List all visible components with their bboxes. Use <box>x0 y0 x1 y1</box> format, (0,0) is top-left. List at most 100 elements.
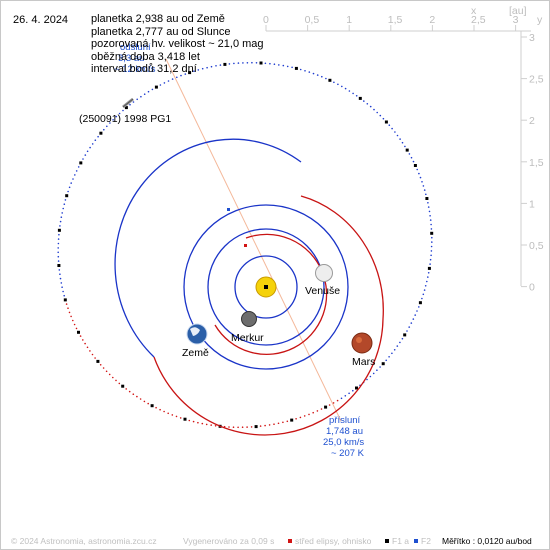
orbit-dot <box>250 426 253 428</box>
orbit-dot <box>308 413 310 416</box>
sun <box>255 276 277 298</box>
date-label: 26. 4. 2024 <box>13 14 69 26</box>
orbit-dot <box>86 346 89 349</box>
perihelion-label-2: 1,748 au <box>326 426 363 437</box>
perihelion-label-4: ~ 207 K <box>331 448 365 459</box>
orbit-dot <box>232 426 235 429</box>
orbit-dot <box>59 220 62 223</box>
orbit-dot <box>410 322 413 324</box>
orbit-dot <box>67 307 69 310</box>
orbit-dot <box>155 406 157 409</box>
orbit-dot <box>91 143 94 145</box>
orbit-dot <box>136 395 138 398</box>
legend-center-marker <box>288 539 292 543</box>
orbit-point-marker <box>96 359 100 363</box>
orbit-dot <box>304 70 306 72</box>
orbit-dot <box>57 255 60 258</box>
orbit-dot <box>303 415 306 417</box>
footer-legend-f1: F1 a <box>392 536 409 546</box>
orbit-dot <box>273 423 275 426</box>
orbit-dot <box>344 395 347 397</box>
orbit-dot <box>394 131 396 133</box>
orbit-point-marker <box>384 120 388 124</box>
orbit-dot <box>63 203 66 205</box>
orbit-dot <box>399 341 401 344</box>
orbit-dot <box>312 411 315 414</box>
orbit-dot <box>223 425 226 428</box>
mercury-orbit-red-arc <box>214 233 328 355</box>
y-tick-label: 2 <box>529 115 535 127</box>
asteroid-icon <box>122 97 134 109</box>
orbit-point-marker <box>294 66 298 70</box>
orbit-dot <box>60 282 63 284</box>
legend-f1-marker <box>385 539 389 543</box>
orbit-dot <box>429 215 431 217</box>
orbit-dot <box>68 186 71 189</box>
orbit-dot <box>316 74 319 76</box>
orbit-dot <box>163 82 166 84</box>
footer-legend-f2: F2 <box>421 536 431 546</box>
orbit-dot <box>115 115 118 118</box>
orbit-dot <box>84 154 87 156</box>
orbit-dot <box>282 421 284 424</box>
orbit-dot <box>59 277 62 280</box>
orbit-dot <box>251 61 253 64</box>
orbit-dot <box>70 182 72 184</box>
info-period: oběžná doba 3,418 let <box>91 50 200 63</box>
orbit-dot <box>421 181 423 183</box>
orbit-dot <box>421 297 423 300</box>
aphelion-label-1: odsluní <box>120 42 151 53</box>
orbit-dot <box>89 350 91 352</box>
orbit-dot <box>214 425 217 427</box>
orbit-dot <box>396 345 399 347</box>
orbit-point-marker <box>183 417 187 421</box>
orbit-dot <box>372 372 375 375</box>
legend-f2-marker <box>414 539 418 543</box>
orbit-dot <box>94 357 96 359</box>
orbit-dot <box>118 382 121 385</box>
earth-orbit <box>183 204 349 370</box>
y-tick-label: 0 <box>529 282 535 294</box>
footer-scale: Měřítko : 0,0120 au/bod <box>442 536 532 546</box>
orbit-dot <box>352 389 354 392</box>
orbit-dot <box>369 375 372 378</box>
info-distance-sun: planetka 2,777 au od Slunce <box>91 25 231 38</box>
orbit-dot <box>399 138 401 140</box>
orbit-point-marker <box>121 384 125 388</box>
orbit-dot <box>426 280 428 283</box>
orbit-dot <box>171 414 174 416</box>
orbit-dot <box>228 426 230 428</box>
orbit-dot <box>408 153 411 155</box>
orbit-dot <box>401 337 404 340</box>
orbit-dot <box>391 127 393 130</box>
orbit-dot <box>102 367 105 369</box>
x-tick-label: 1 <box>346 14 352 26</box>
orbit-dot <box>429 263 431 265</box>
orbit-point-marker <box>328 78 332 82</box>
orbit-point-marker <box>381 362 385 366</box>
orbit-dot <box>341 85 343 88</box>
orbit-dot <box>269 62 271 65</box>
orbit-dot <box>77 166 80 168</box>
orbit-dot <box>418 172 420 175</box>
orbit-dot <box>64 199 67 201</box>
venus-label: Venuše <box>305 285 340 297</box>
mars-label: Mars <box>352 356 375 368</box>
orbit-dot <box>61 286 63 289</box>
orbit-dot <box>401 141 404 144</box>
orbit-dot <box>299 68 302 71</box>
orbit-dot <box>58 269 61 271</box>
orbit-dot <box>337 83 339 86</box>
venus-icon <box>315 264 333 282</box>
orbit-point-marker <box>418 301 422 305</box>
orbit-dot <box>241 426 244 429</box>
orbit-dot <box>171 78 174 80</box>
venus-orbit <box>207 228 325 346</box>
orbit-dot <box>264 62 267 65</box>
orbit-point-marker <box>403 333 407 337</box>
orbit-dot <box>419 176 422 179</box>
y-tick-label: 0,5 <box>529 240 544 252</box>
orbit-dot <box>393 349 396 351</box>
orbit-dot <box>233 62 235 65</box>
orbit-dot <box>188 419 191 422</box>
